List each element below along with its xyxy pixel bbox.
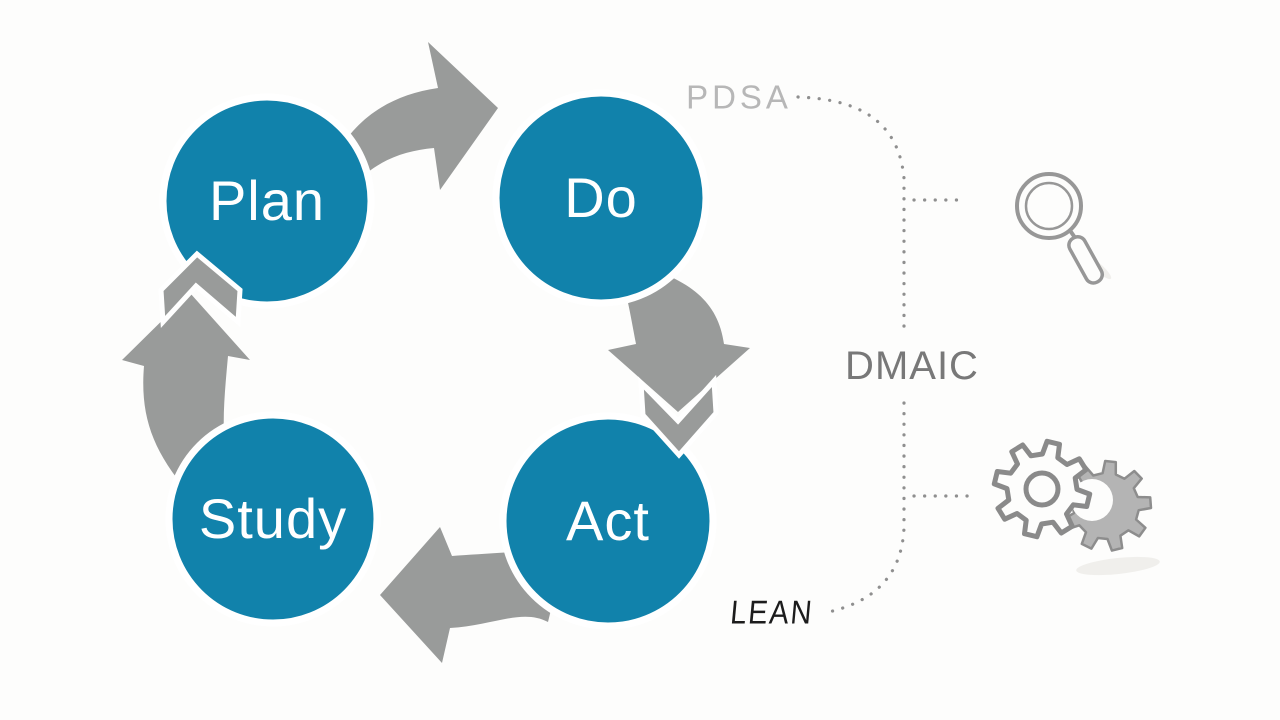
magnifier-icon xyxy=(1015,172,1105,285)
magnifier-handle xyxy=(1067,235,1105,285)
gear-left-hub xyxy=(1023,470,1061,508)
dotted-bracket-top xyxy=(796,95,906,333)
study-label: Study xyxy=(198,487,348,550)
do-label: Do xyxy=(564,166,638,229)
pdsa-label: PDSA xyxy=(686,78,792,116)
lean-label: LEAN xyxy=(728,593,816,631)
arrow-plan-to-do xyxy=(315,42,498,228)
gears-shadow xyxy=(1076,556,1160,576)
arrow-do-to-act xyxy=(608,262,750,412)
magnifier-outer-ring xyxy=(1015,172,1083,240)
act-label: Act xyxy=(566,489,650,552)
arrow-chevron-do-to-act xyxy=(638,374,719,459)
plan-label: Plan xyxy=(208,169,326,232)
circle-plan xyxy=(159,93,375,309)
gears-icon xyxy=(991,438,1153,552)
dmaic-label: DMAIC xyxy=(845,344,979,388)
arrow-chevron-study-to-plan xyxy=(158,250,243,329)
circle-act xyxy=(499,412,717,630)
circle-study xyxy=(165,411,381,627)
magnifier-inner-ring xyxy=(1024,181,1074,231)
circle-do xyxy=(492,89,710,307)
dotted-bracket-bottom xyxy=(822,401,906,615)
